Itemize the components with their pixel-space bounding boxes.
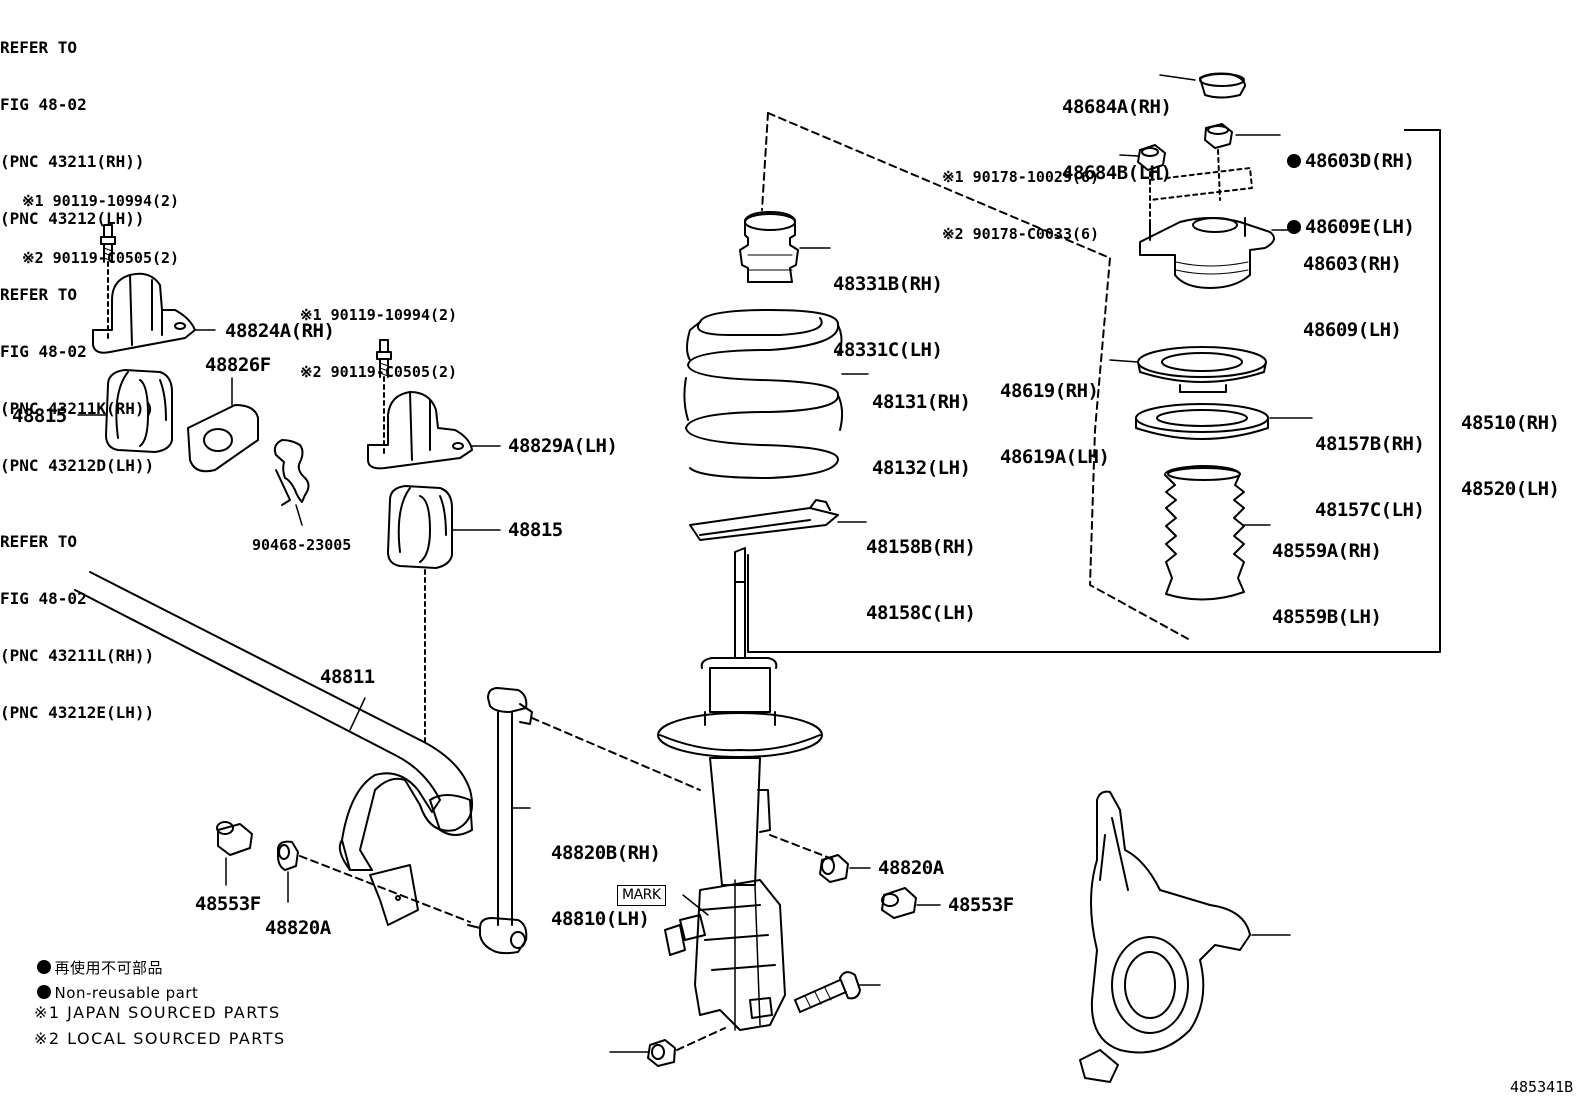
bolt-knuckle: [794, 971, 881, 1013]
assembly-bracket-48510: [747, 129, 1441, 653]
label-48820b: 48820B(RH) 48810(LH): [551, 842, 661, 930]
bracket-48829a: [367, 391, 501, 470]
assembly-dashed-outline: [761, 112, 1191, 641]
mark-label: MARK: [617, 885, 666, 906]
label-48826f: 48826F: [205, 354, 271, 376]
washer-48826f: [187, 377, 259, 473]
legend-source2: ※2 LOCAL SOURCED PARTS: [34, 1029, 286, 1048]
label-48820a-right: 48820A: [878, 857, 944, 879]
coil-spring-48131: [683, 309, 869, 479]
bump-stop-48331: [739, 211, 831, 283]
legend-nonreusable-en: Non-reusable part: [26, 963, 198, 1003]
bracket-48824a: [92, 272, 216, 354]
nonreusable-dot-icon: [36, 960, 51, 974]
label-90119-left: ※1 90119-10994(2) ※2 90119-C0505(2): [22, 192, 180, 267]
label-90468: 90468-23005: [252, 536, 352, 554]
refer-knuckle: REFER TO FIG 48-02 (PNC 43211(RH)) (PNC …: [0, 38, 145, 228]
strut-mount-48603: [1139, 217, 1301, 289]
label-48131: 48131(RH) 48132(LH): [872, 391, 971, 479]
boot-48559: [1164, 465, 1271, 601]
label-48331: 48331B(RH) 48331C(LH): [833, 273, 943, 361]
label-48684: 48684A(RH) 48684B(LH): [1062, 96, 1172, 184]
insulator-48157: [1135, 403, 1313, 440]
nut-48820a-left: [277, 840, 471, 923]
label-48157: 48157B(RH) 48157C(LH): [1315, 433, 1425, 521]
label-48619: 48619(RH) 48619A(LH): [1000, 380, 1110, 468]
refer-nut: REFER TO FIG 48-02 (PNC 43211L(RH)) (PNC…: [0, 532, 155, 722]
steering-knuckle: [1079, 790, 1291, 1083]
refer-bolt: REFER TO FIG 48-02 (PNC 43211K(RH)) (PNC…: [0, 285, 155, 475]
bolt-right-top: [376, 339, 392, 456]
label-48829a: 48829A(LH): [508, 435, 618, 457]
label-48815-left: 48815: [12, 405, 67, 427]
stabilizer-link: [467, 687, 701, 955]
mark-leader: [682, 894, 709, 916]
label-48820a-left: 48820A: [265, 917, 331, 939]
nut-48553f-left: [216, 821, 253, 886]
legend-nonreusable-jp: 再使用不可部品: [26, 938, 163, 978]
label-48603: 48603(RH) 48609(LH): [1303, 253, 1402, 341]
legend-source1: ※1 JAPAN SOURCED PARTS: [34, 1003, 281, 1022]
label-48510: 48510(RH) 48520(LH): [1461, 412, 1560, 500]
nut-48820a-right: [819, 854, 871, 883]
nut-48553f-right: [881, 887, 941, 919]
label-48553f-right: 48553F: [948, 894, 1014, 916]
label-48158: 48158B(RH) 48158C(LH): [866, 536, 976, 624]
strut-assembly: [657, 547, 836, 1031]
label-48811: 48811: [320, 666, 375, 688]
stabilizer-bar: [74, 571, 474, 926]
insulator-48619: [1109, 346, 1267, 393]
cap-48684: [1159, 72, 1246, 99]
figure-id: 485341B: [1510, 1078, 1574, 1096]
label-48603d: 48603D(RH) 48609E(LH): [1287, 106, 1415, 260]
nonreusable-dot-icon: [36, 985, 51, 999]
label-90119-right: ※1 90119-10994(2) ※2 90119-C0505(2): [300, 306, 458, 381]
spring-seat-48158: [689, 499, 867, 541]
label-48559: 48559A(RH) 48559B(LH): [1272, 540, 1382, 628]
label-48815-right: 48815: [508, 519, 563, 541]
nut-lower: [609, 1027, 726, 1067]
bushing-48815-right: [387, 485, 501, 746]
nonreusable-dot-icon: [1287, 220, 1301, 234]
nonreusable-dot-icon: [1287, 154, 1301, 168]
label-48824a: 48824A(RH): [225, 320, 335, 342]
clip-90468: [273, 439, 310, 526]
bushing-48815-left: [77, 369, 173, 453]
label-90178: ※1 90178-10029(6) ※2 90178-C0033(6): [942, 168, 1100, 243]
label-48553f-left: 48553F: [195, 893, 261, 915]
bolt-left-top: [100, 224, 116, 341]
